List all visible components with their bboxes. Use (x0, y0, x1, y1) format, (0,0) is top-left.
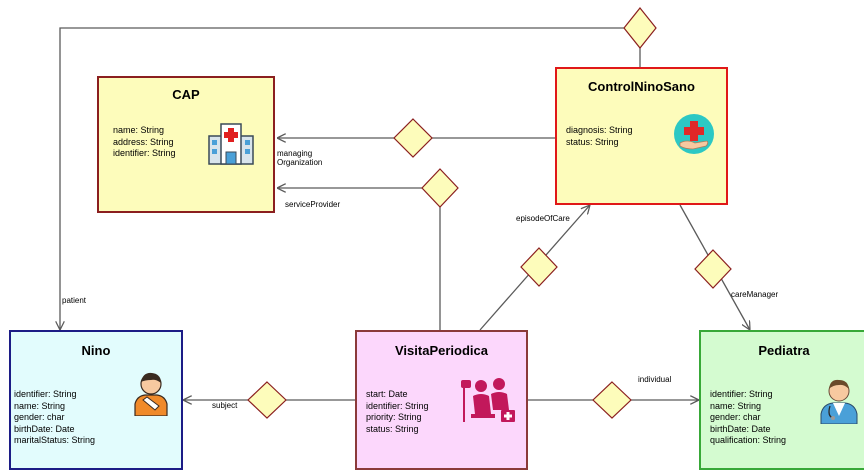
health-care-hand-icon (674, 114, 714, 154)
service-provider-label: serviceProvider (285, 200, 341, 209)
managing-label-line2: Organization (277, 158, 323, 167)
attribute: qualification: String (710, 435, 787, 445)
class-nino[interactable]: Nino identifier: String name: String gen… (9, 330, 183, 470)
class-visita-periodica[interactable]: VisitaPeriodica start: Date identifier: … (355, 330, 528, 470)
class-title: Pediatra (758, 343, 810, 358)
individual-diamond (592, 381, 632, 419)
attribute: start: Date (366, 389, 408, 399)
attribute: identifier: String (113, 148, 176, 158)
attribute: diagnosis: String (566, 125, 633, 135)
managing-organization-label: managing Organization (277, 149, 322, 167)
class-cap[interactable]: CAP name: String address: String identif… (97, 76, 275, 213)
hospital-icon (208, 123, 254, 165)
class-attributes: name: String address: String identifier:… (113, 125, 176, 160)
service-provider-line (277, 188, 441, 330)
care-manager-label: careManager (731, 290, 779, 299)
attribute: identifier: String (14, 389, 77, 399)
attribute: gender: char (710, 412, 761, 422)
class-attributes: diagnosis: String status: String (566, 125, 633, 148)
class-attributes: identifier: String name: String gender: … (710, 389, 786, 447)
doctor-visit-icon (461, 378, 515, 422)
attribute: birthDate: Date (14, 423, 75, 434)
individual-label: individual (638, 375, 672, 384)
attribute: address: String (113, 136, 174, 147)
class-title: ControlNinoSano (588, 79, 695, 94)
attribute: name: String (14, 400, 66, 411)
attribute: birthDate: Date (710, 423, 771, 434)
managing-organization-diamond (393, 118, 433, 158)
attribute: gender: char (14, 412, 65, 422)
attribute: name: String (710, 400, 762, 411)
child-patient-icon (134, 372, 168, 416)
service-provider-diamond (421, 168, 459, 208)
patient-label: patient (62, 296, 87, 305)
attribute: maritalStatus: String (14, 435, 96, 445)
class-attributes: start: Date identifier: String priority:… (366, 389, 429, 435)
episode-of-care-label: episodeOfCare (516, 214, 570, 223)
class-pediatra[interactable]: Pediatra identifier: String name: String… (699, 330, 864, 470)
attribute: identifier: String (710, 389, 773, 399)
patient-diamond (623, 7, 657, 49)
subject-diamond (247, 381, 287, 419)
attribute: status: String (566, 136, 619, 147)
managing-label-line1: managing (277, 149, 313, 158)
doctor-icon (820, 379, 858, 424)
class-control-nino-sano[interactable]: ControlNinoSano diagnosis: String status… (555, 67, 728, 205)
class-title: CAP (172, 87, 200, 102)
care-manager-diamond (694, 249, 732, 289)
attribute: name: String (113, 125, 165, 135)
attribute: priority: String (366, 412, 422, 422)
class-title: VisitaPeriodica (395, 343, 488, 358)
subject-label: subject (212, 401, 238, 410)
attribute: status: String (366, 423, 419, 434)
class-title: Nino (81, 343, 111, 358)
episode-of-care-diamond (520, 247, 558, 287)
class-attributes: identifier: String name: String gender: … (14, 389, 95, 447)
attribute: identifier: String (366, 400, 429, 411)
